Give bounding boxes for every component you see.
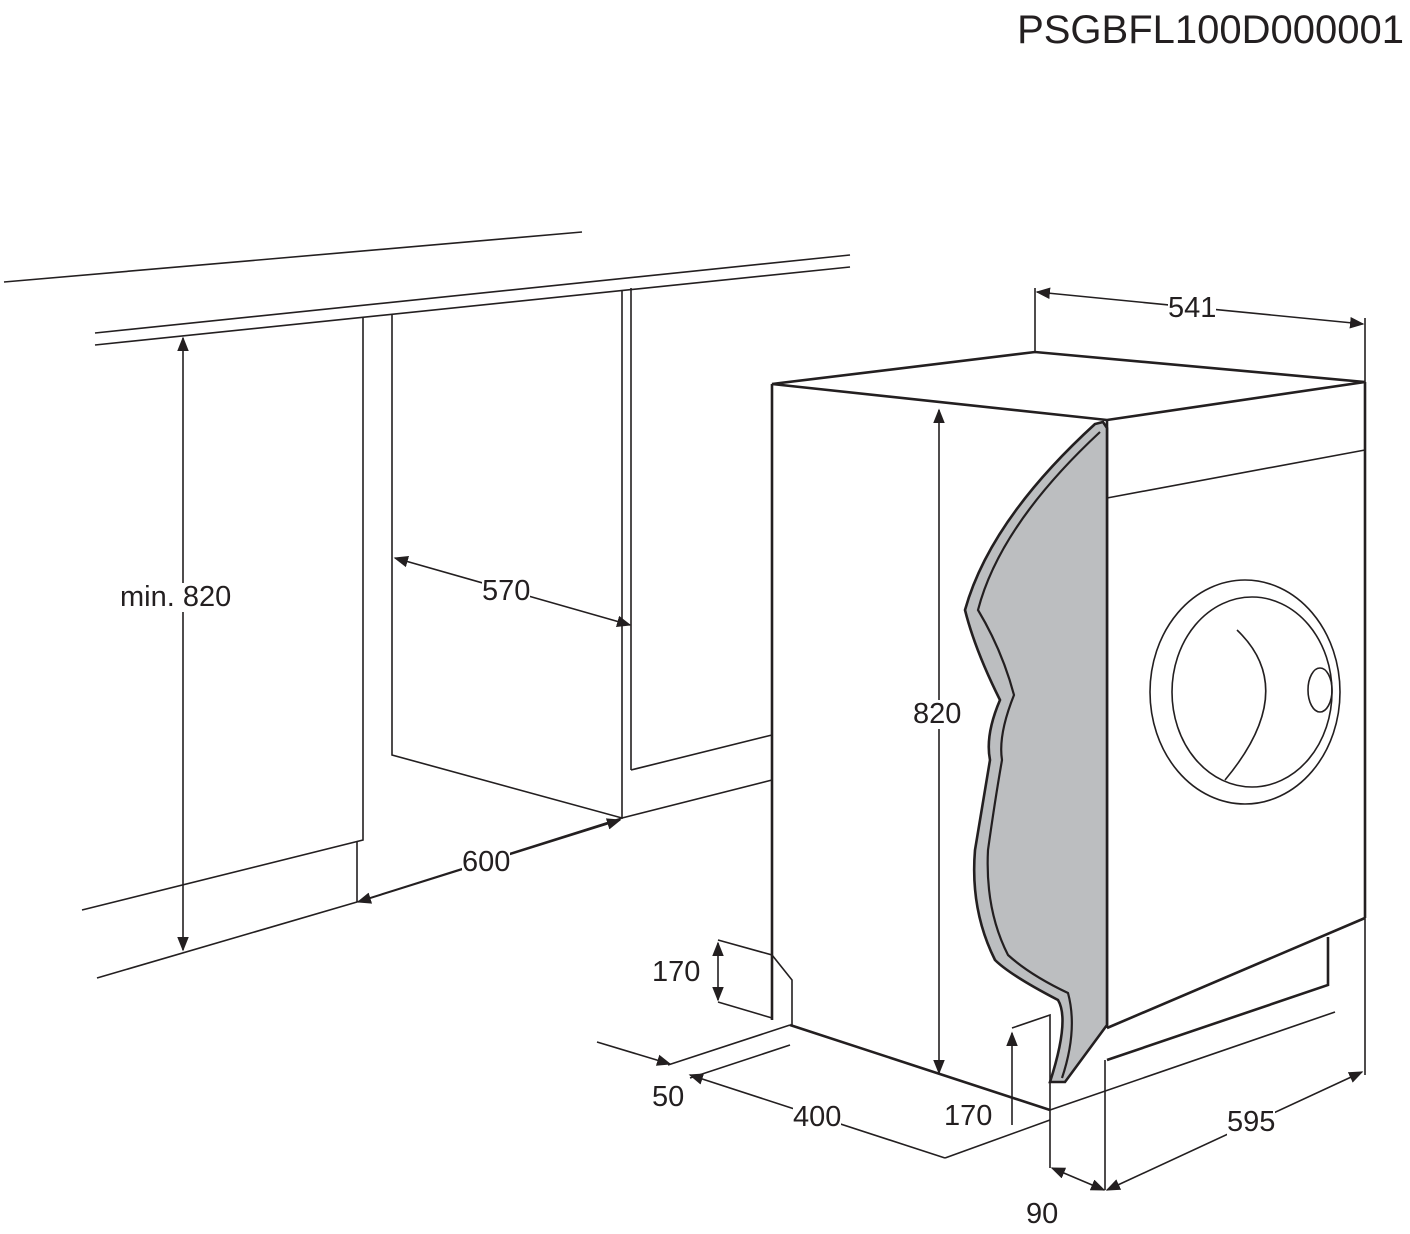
door-panel bbox=[963, 420, 1109, 1084]
label-niche-depth: 570 bbox=[482, 575, 531, 607]
label-niche-height: min. 820 bbox=[120, 581, 232, 613]
label-left-plinth-height: 170 bbox=[652, 956, 701, 988]
label-niche-width: 600 bbox=[462, 846, 511, 878]
label-plinth-offset: 400 bbox=[793, 1101, 842, 1133]
document-code: PSGBFL100D000001 bbox=[1017, 8, 1404, 52]
dimension-lines bbox=[177, 287, 1366, 1191]
label-appliance-width: 595 bbox=[1227, 1106, 1276, 1138]
label-depth-541: 541 bbox=[1168, 292, 1217, 324]
label-right-plinth-height: 170 bbox=[944, 1100, 993, 1132]
washing-machine bbox=[667, 350, 1367, 1190]
label-door-thickness: 90 bbox=[1026, 1198, 1059, 1230]
label-plinth-recess: 50 bbox=[652, 1081, 685, 1113]
label-appliance-height: 820 bbox=[913, 698, 962, 730]
kitchen-cabinets bbox=[3, 231, 851, 979]
